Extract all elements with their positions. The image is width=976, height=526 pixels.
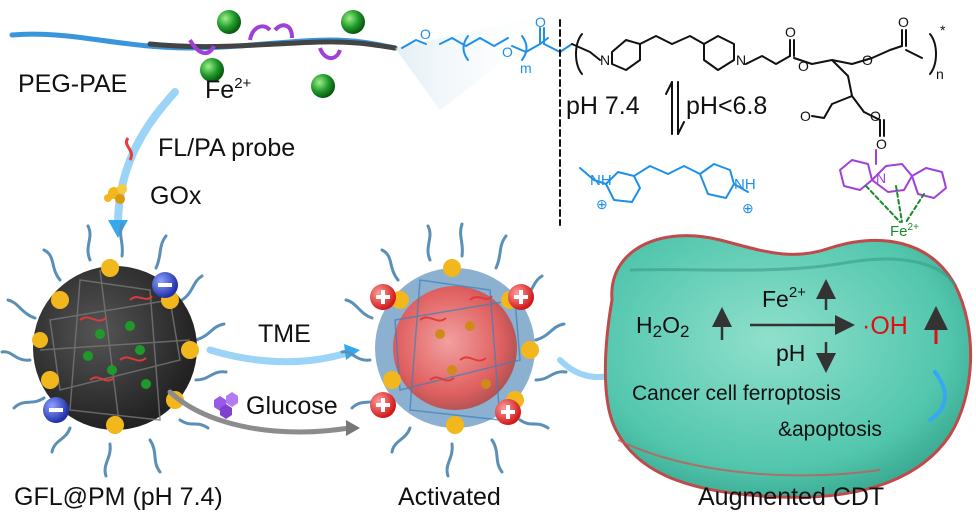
- glucose-label: Glucose: [246, 392, 338, 420]
- apoptosis-label: &apoptosis: [778, 418, 882, 441]
- fe-ion-icon: [311, 74, 335, 98]
- peg-pae-chain: [9, 23, 398, 60]
- nitrogen-label-2: N: [736, 52, 747, 68]
- positive-charge-icon: [508, 284, 534, 310]
- cell-ph-label: pH: [776, 340, 806, 366]
- ester-oxygen-label-4: O: [870, 108, 881, 124]
- glucose-icon: [214, 392, 238, 419]
- tme-arrow: [206, 346, 354, 366]
- cancer-cell: [603, 234, 973, 499]
- probe-label: FL/PA probe: [158, 134, 296, 162]
- ester-oxygen-label-5: O: [876, 136, 887, 152]
- fe-ion-icon: [200, 58, 224, 82]
- glucose-arrow: [167, 389, 353, 435]
- ph-acidic-label: pH<6.8: [686, 92, 768, 120]
- protonated-amine-label-1: NH: [590, 172, 612, 189]
- ester-oxygen-label-3: O: [800, 108, 811, 124]
- probe-icon: [125, 137, 133, 161]
- terpyridine-nitrogen: N: [876, 170, 887, 186]
- peg-oxygen-label-2: O: [502, 44, 513, 60]
- subscript-m: m: [520, 60, 532, 76]
- protonated-amine-label-2: NH: [734, 176, 756, 193]
- positive-charge-icon: [370, 284, 396, 310]
- cell-fe-label: Fe2+: [762, 284, 806, 312]
- ester-oxygen-label-2: O: [862, 52, 873, 68]
- augmented-cdt-label: Augmented CDT: [698, 483, 885, 511]
- positive-charge-icon: [370, 392, 396, 418]
- fe-ion-label: Fe2+: [205, 75, 252, 104]
- carbonyl-oxygen-label: O: [535, 14, 546, 30]
- positive-sign-1: ⊕: [596, 196, 608, 212]
- ester-oxygen-label: O: [798, 58, 809, 74]
- peg-oxygen-label: O: [420, 26, 431, 42]
- h2o2-label: H2O2: [636, 312, 690, 341]
- nanoparticle-gfl-pm: [0, 222, 228, 478]
- fe-ion-icon: [341, 10, 365, 34]
- zoom-fan: [395, 12, 560, 110]
- gfl-pm-label: GFL@PM (pH 7.4): [14, 483, 223, 511]
- gox-enzyme-icon: [104, 184, 127, 204]
- carbonyl-oxygen-label-3: O: [898, 14, 909, 30]
- subscript-n: n: [936, 66, 944, 82]
- chemical-structure: [401, 19, 947, 226]
- ph-neutral-label: pH 7.4: [566, 92, 640, 120]
- fe-complex-label: Fe2+: [890, 222, 919, 240]
- reaction-arrows: [712, 279, 948, 373]
- carbonyl-oxygen-label-2: O: [785, 24, 796, 40]
- tme-arrowhead: [344, 344, 360, 360]
- activated-label: Activated: [398, 483, 501, 511]
- nitrogen-label-1: N: [600, 52, 611, 68]
- nanoparticle-activated: [340, 222, 568, 478]
- peg-pae-label: PEG-PAE: [18, 70, 128, 98]
- terminal-star: *: [940, 22, 946, 38]
- fe-ion-icon: [217, 10, 241, 34]
- assembly-arrowhead: [108, 220, 128, 238]
- tme-label: TME: [258, 320, 311, 348]
- ferroptosis-label: Cancer cell ferroptosis: [632, 382, 841, 405]
- positive-sign-2: ⊕: [742, 200, 754, 216]
- positive-charge-icon: [495, 399, 521, 425]
- gox-label: GOx: [150, 182, 202, 210]
- hydroxyl-radical-label: ·OH: [862, 312, 908, 340]
